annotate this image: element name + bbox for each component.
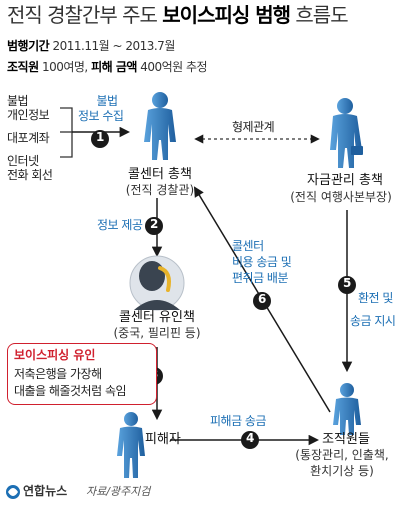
period-line: 범행기간 2011.11월 ~ 2013.7월 — [7, 39, 175, 54]
footer-brand: 연합뉴스 — [23, 484, 68, 498]
victim-label: 피해자 — [145, 432, 181, 447]
fund-boss-sub: (전직 여행사본부장) — [290, 190, 392, 204]
members-sub-line2: 환치기상 등) — [310, 464, 374, 478]
step-number-6: 6 — [258, 292, 267, 306]
input-item-2: 대포계좌 — [7, 131, 50, 145]
step-circle-5 — [338, 276, 356, 294]
step-circle-6 — [253, 292, 271, 310]
damage-value: 400억원 추정 — [136, 60, 208, 74]
victim-figure-icon — [117, 412, 145, 478]
input-item-1-line2: 개인정보 — [7, 108, 50, 122]
edge-6-line1: 콜센터 — [232, 239, 264, 253]
org-label: 조직원 — [7, 60, 39, 74]
yonhap-logo-icon — [6, 485, 20, 499]
recruiter-label: 콜센터 유인책 — [119, 310, 195, 325]
edge-6-line2: 비용 송금 및 — [232, 255, 292, 269]
org-line: 조직원 100여명, 피해 금액 400억원 추정 — [7, 60, 208, 75]
step-number-4: 4 — [246, 431, 255, 445]
callcenter-boss-figure-icon — [144, 92, 176, 160]
title-part-2: 보이스피싱 범행 — [162, 3, 291, 27]
edge-5-line1: 환전 및 — [358, 291, 393, 305]
period-value: 2011.11월 ~ 2013.7월 — [49, 39, 175, 53]
callcenter-boss-sub: (전직 경찰관) — [125, 183, 195, 197]
edge-3-title: 보이스피싱 유인 — [14, 348, 96, 362]
step-circle-2 — [145, 217, 163, 235]
step-circle-4 — [241, 431, 259, 449]
brother-relation-label: 형제관계 — [232, 120, 275, 134]
recruiter-figure-icon — [129, 255, 185, 311]
members-label: 조직원들 — [322, 432, 370, 447]
input-bracket — [60, 107, 73, 158]
edge-6-line3: 편취금 배분 — [232, 271, 289, 285]
damage-label: 피해 금액 — [91, 60, 137, 74]
fund-boss-figure-icon — [330, 98, 363, 168]
input-item-3-line1: 인터넷 — [7, 154, 39, 168]
members-figure-icon — [333, 383, 361, 435]
footer-source: 자료/광주지검 — [86, 485, 151, 498]
callcenter-boss-label: 콜센터 총책 — [128, 167, 192, 182]
input-item-3-line2: 전화 회선 — [7, 168, 53, 182]
edge-4-label: 피해금 송금 — [210, 414, 267, 428]
step-circle-1 — [91, 130, 109, 148]
title-part-1: 전직 경찰간부 주도 — [7, 3, 163, 27]
edge-3-line2: 대출을 해줄것처럼 속임 — [14, 384, 127, 398]
step-number-1: 1 — [96, 130, 105, 144]
members-sub-line1: (통장관리, 인출책, — [295, 448, 389, 462]
edge-5-line2: 송금 지시 — [350, 314, 396, 328]
edge-2-label: 정보 제공 — [97, 218, 143, 232]
fund-boss-label: 자금관리 총책 — [307, 173, 383, 188]
edge-3-line1: 저축은행을 가장해 — [14, 367, 102, 381]
period-label: 범행기간 — [7, 39, 50, 53]
page-title: 전직 경찰간부 주도 보이스피싱 범행 흐름도 — [7, 3, 349, 27]
org-value: 100여명, — [38, 60, 92, 74]
recruiter-sub: (중국, 필리핀 등) — [113, 326, 201, 340]
input-item-1-line1: 불법 — [7, 94, 29, 108]
title-part-3: 흐름도 — [290, 3, 348, 27]
step-number-5: 5 — [343, 276, 352, 290]
voice-phishing-lure-box — [7, 343, 157, 405]
edge-1-line1: 불법 — [96, 94, 118, 108]
step-number-2: 2 — [150, 217, 159, 231]
edge-1-line2: 정보 수집 — [78, 109, 124, 123]
